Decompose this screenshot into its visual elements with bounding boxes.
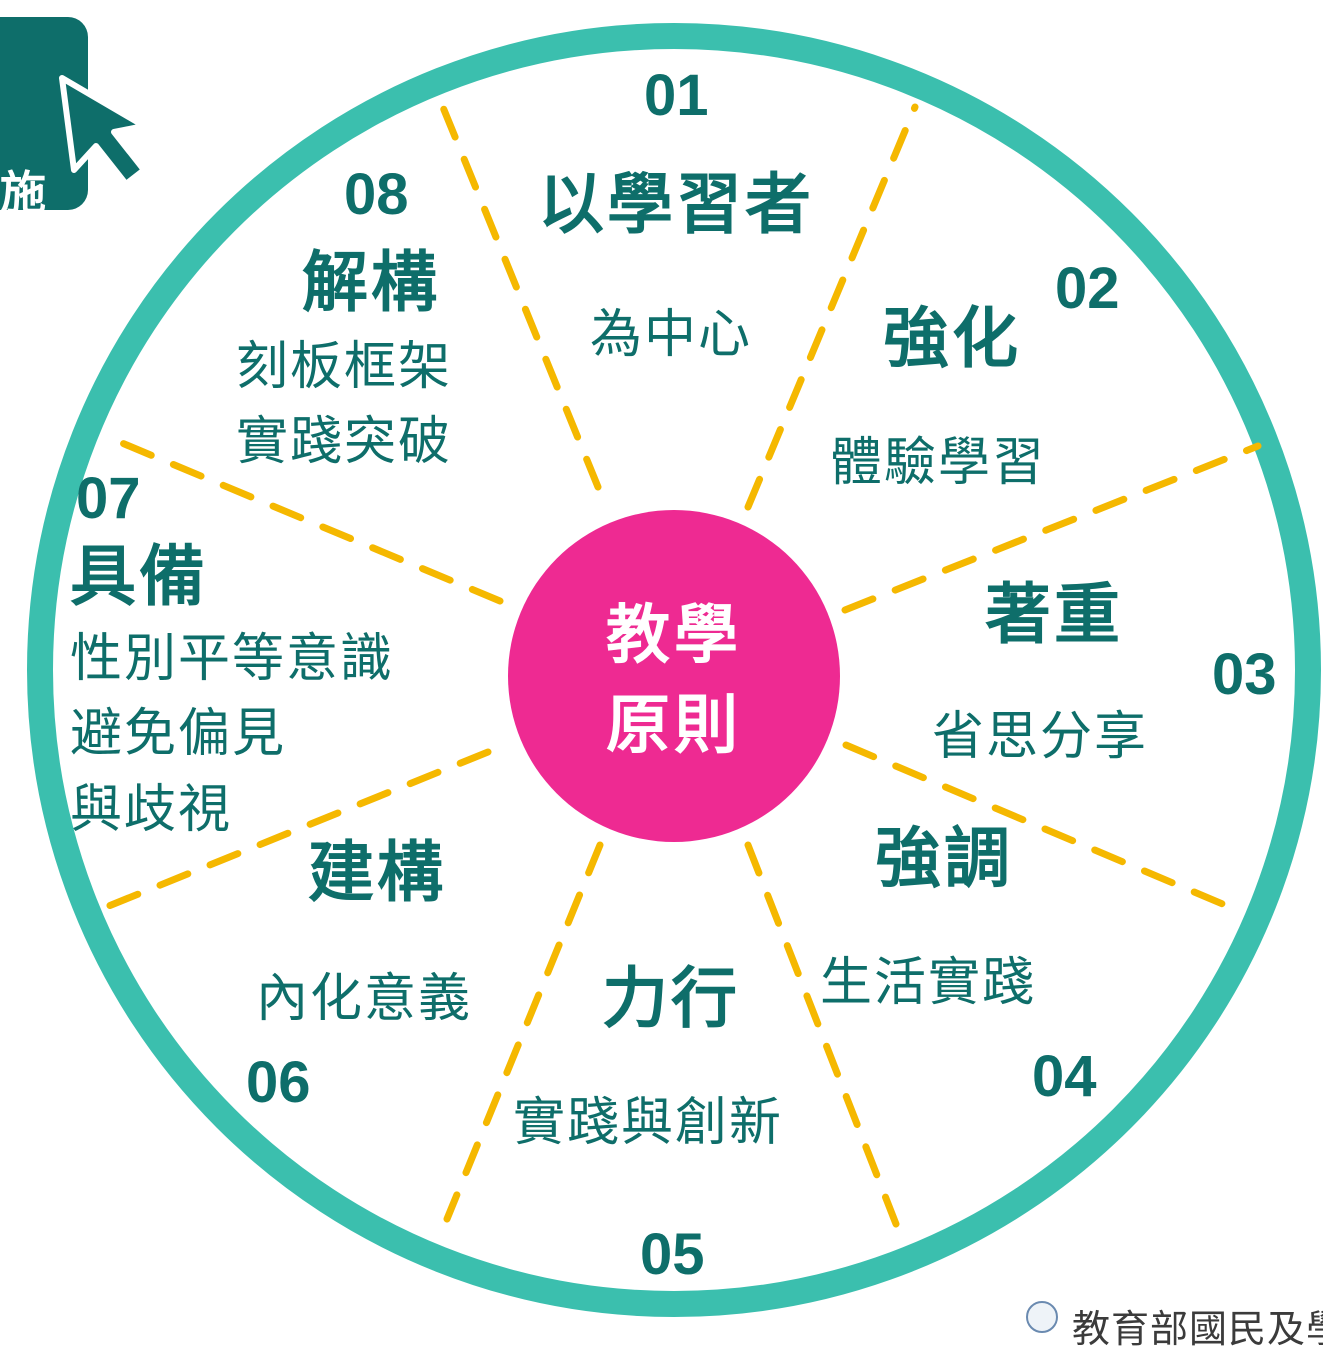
- segment-sub-block: 刻板框架 實踐突破: [236, 330, 452, 481]
- segment-sub: 體驗學習: [830, 433, 1047, 493]
- segment-number: 08: [344, 162, 409, 227]
- segment-heading: 具備: [70, 538, 208, 615]
- segment-heading: 強調: [875, 820, 1013, 897]
- segment-sub: 實踐突破: [236, 412, 453, 473]
- divider-line-4: [842, 741, 1229, 909]
- segment-heading: 著重: [985, 576, 1123, 653]
- segment-number: 05: [640, 1222, 705, 1287]
- segment-heading: 強化: [883, 300, 1021, 377]
- center-label-line1: 教學: [606, 599, 742, 673]
- divider-line-1: [436, 96, 602, 491]
- divider-line-6: [443, 841, 604, 1223]
- divider-line-8: [106, 434, 504, 605]
- segment-heading: 力行: [602, 960, 740, 1037]
- segment-sub: 為中心: [590, 305, 753, 365]
- segment-sub: 生活實踐: [820, 953, 1037, 1013]
- segment-sub: 刻板框架: [236, 337, 453, 397]
- segment-sub-block: 性別平等意識 避免偏見 與歧視: [70, 622, 394, 848]
- segment-number: 02: [1055, 256, 1120, 321]
- segment-number: 07: [76, 466, 141, 531]
- segment-number: 04: [1032, 1044, 1097, 1109]
- footer-org-name: 教育部國民及學: [1072, 1307, 1323, 1351]
- segment-heading: 建構: [308, 834, 446, 911]
- side-tab-label: 施: [0, 166, 46, 220]
- center-label-line2: 原則: [606, 688, 742, 763]
- center-label: 教學 原則: [574, 592, 774, 771]
- center-circle: [508, 510, 840, 842]
- segment-heading: 解構: [302, 244, 440, 321]
- divider-line-2: [744, 103, 919, 511]
- segment-number: 01: [644, 63, 709, 128]
- segment-sub: 避免偏見: [70, 704, 287, 765]
- divider-line-3: [841, 442, 1262, 614]
- segment-sub: 省思分享: [932, 707, 1149, 767]
- ministry-seal-logo: [1026, 1301, 1058, 1333]
- segment-sub: 與歧視: [70, 779, 233, 840]
- segment-number: 03: [1212, 642, 1277, 707]
- segment-sub: 性別平等意識: [70, 629, 395, 689]
- cursor-arrow-icon: [59, 75, 147, 180]
- segment-sub: 實踐與創新: [513, 1093, 784, 1153]
- segment-sub: 內化意義: [256, 969, 473, 1029]
- divider-line-5: [744, 841, 900, 1228]
- segment-number: 06: [246, 1050, 311, 1115]
- divider-line-7: [90, 748, 492, 916]
- segment-heading: 以學習者: [538, 166, 814, 243]
